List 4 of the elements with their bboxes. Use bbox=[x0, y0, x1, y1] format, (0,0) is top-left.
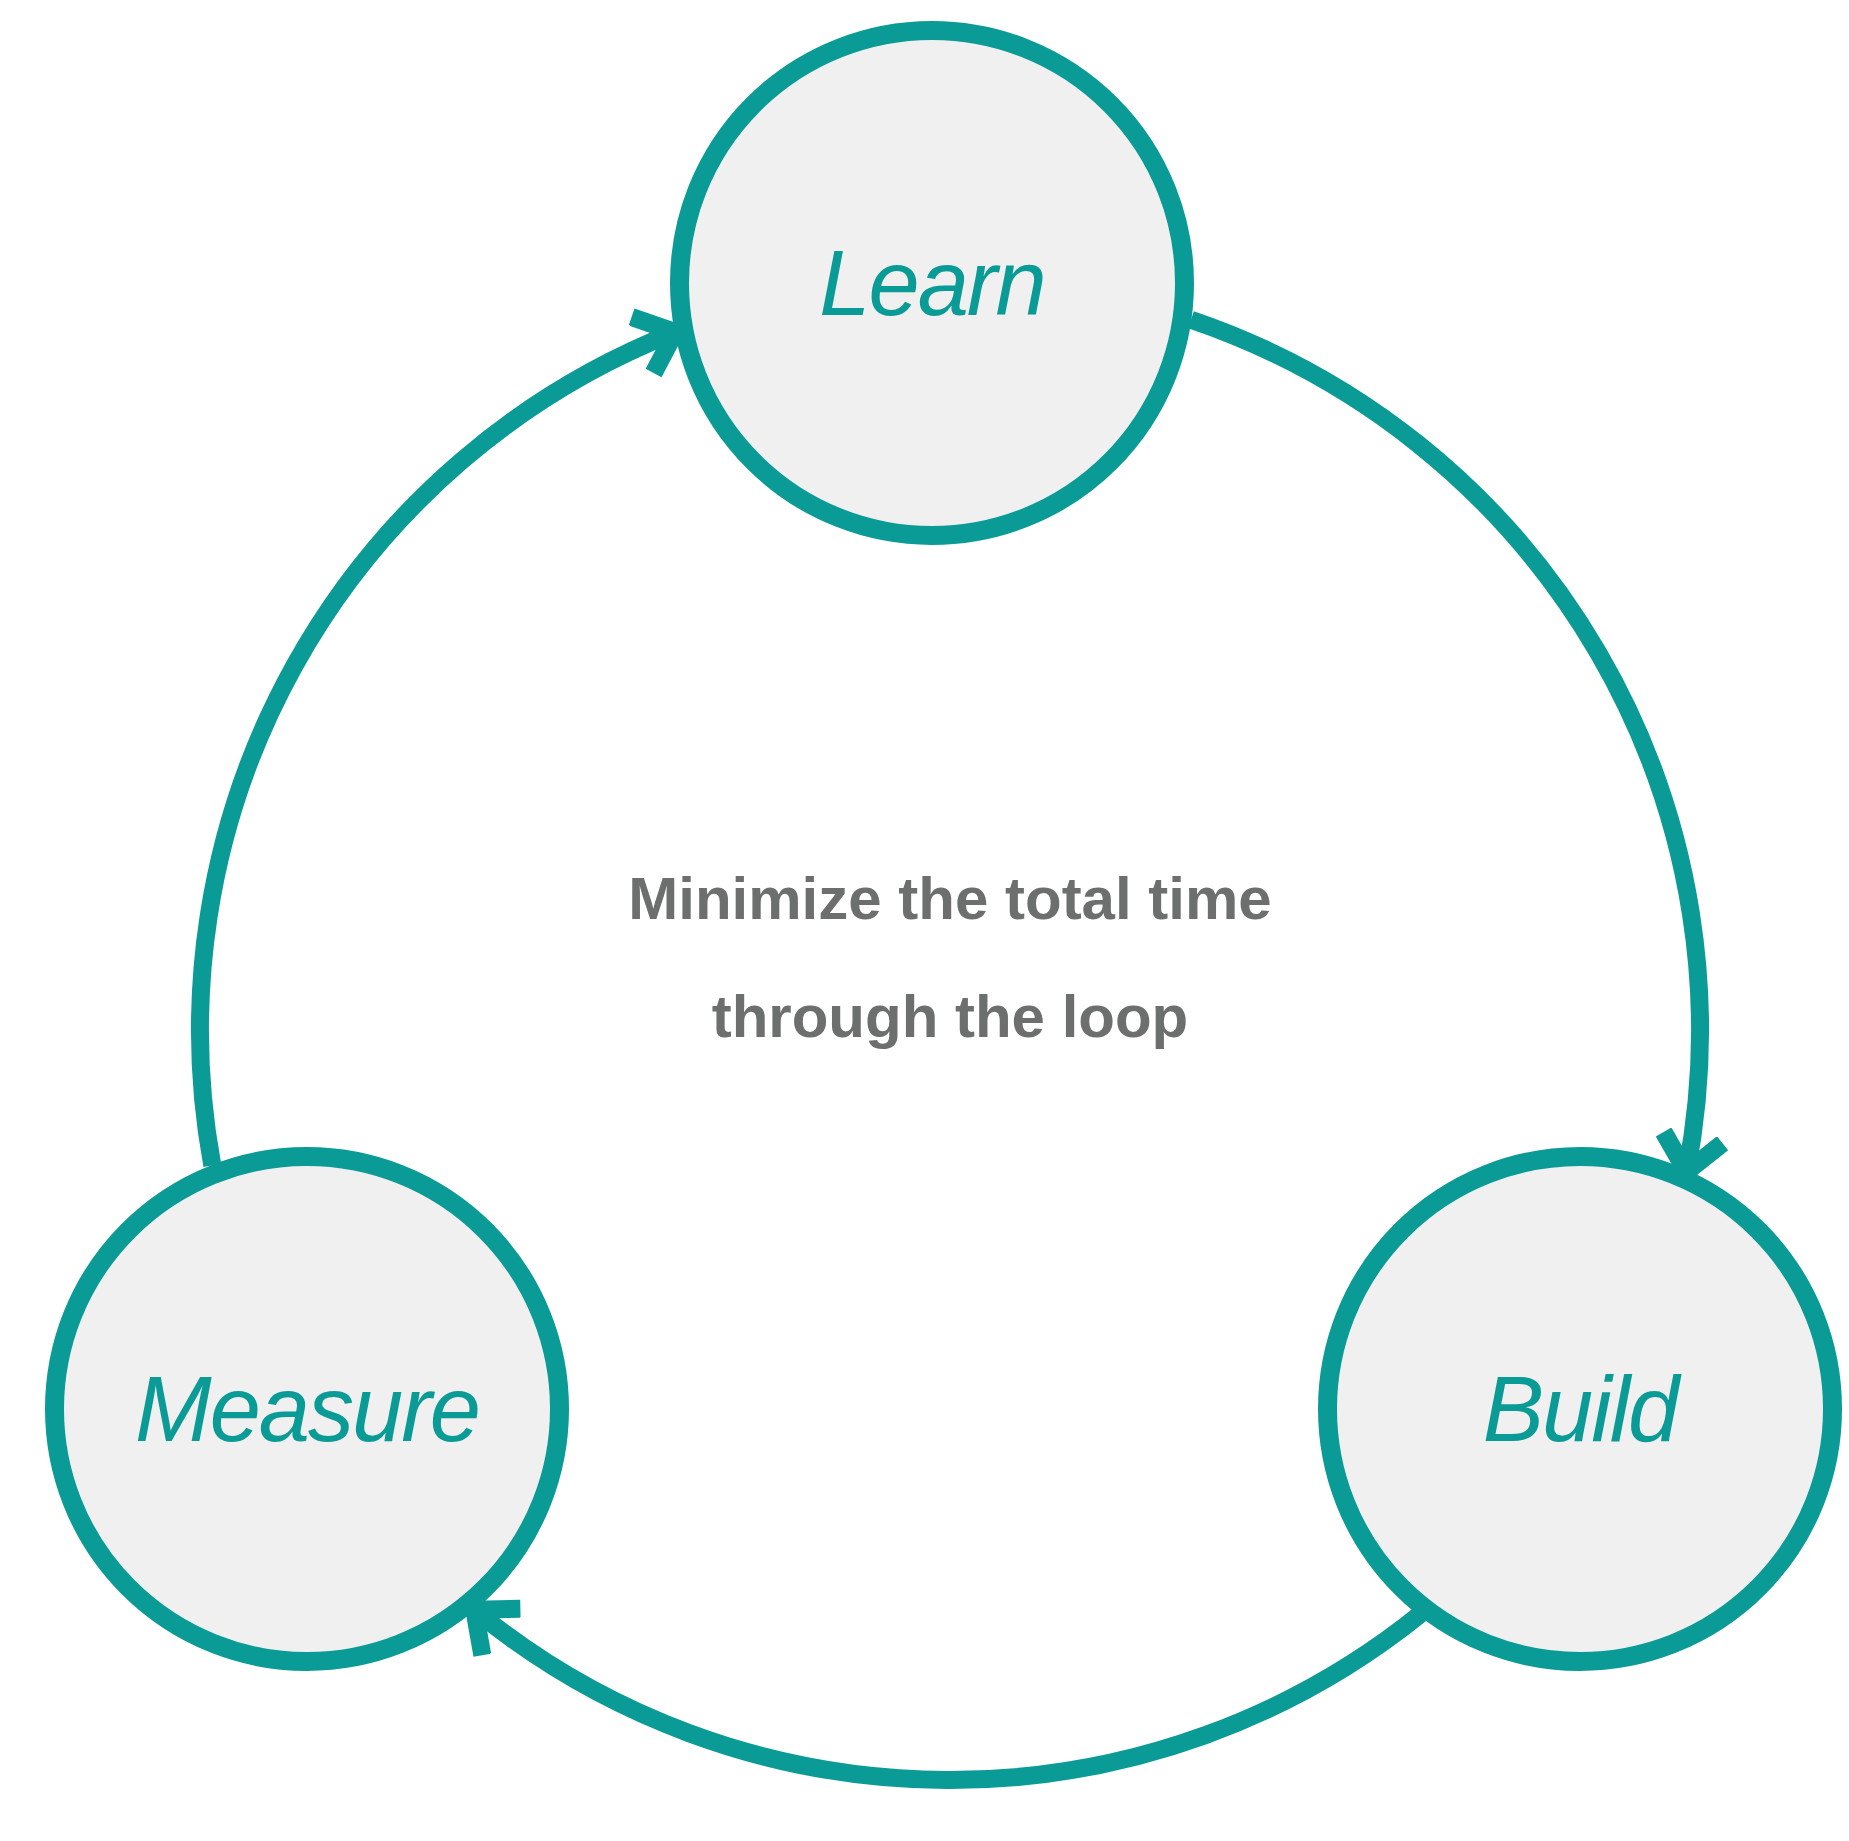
center-note: Minimize the total time through the loop bbox=[627, 864, 1273, 1052]
step-label: Learn bbox=[819, 230, 1045, 336]
cycle-arrow bbox=[465, 1597, 1426, 1788]
step-label: Measure bbox=[135, 1356, 479, 1462]
